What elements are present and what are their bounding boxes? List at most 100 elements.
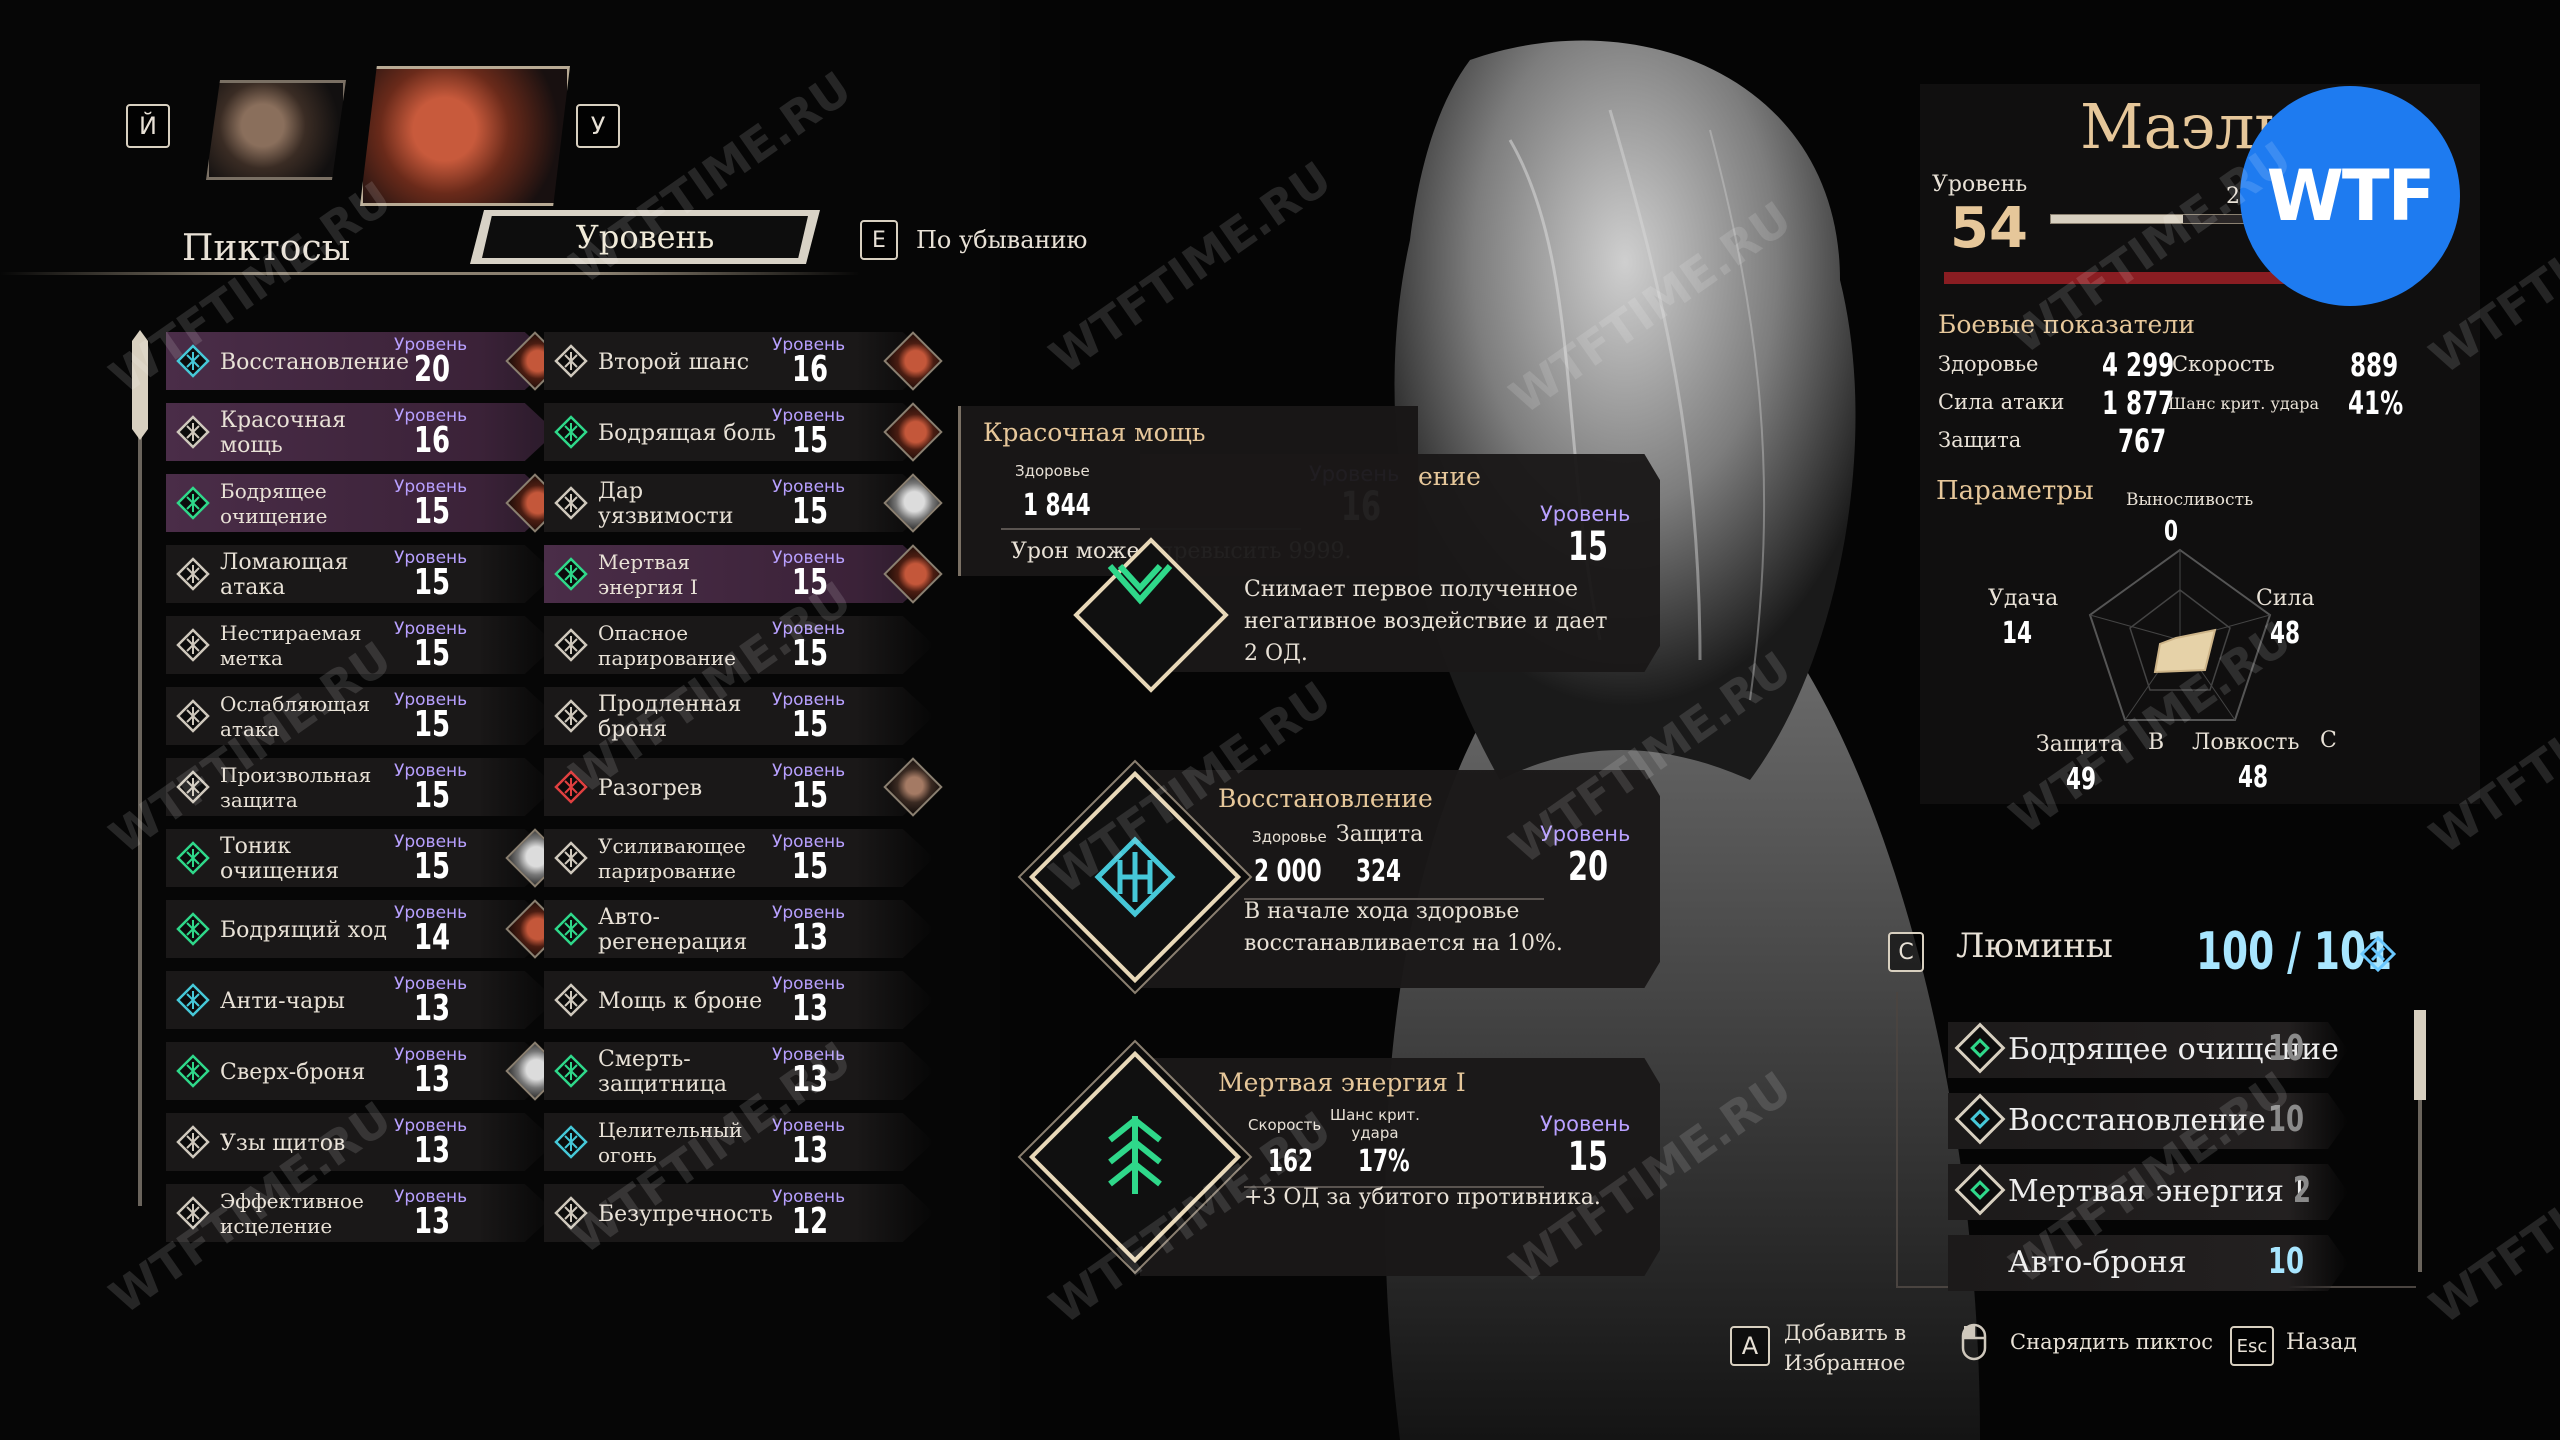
picto-level: 15: [414, 491, 451, 532]
picto-name: Ломающая атака: [220, 550, 349, 600]
favorite-key[interactable]: A: [1730, 1326, 1770, 1366]
picto-name: Безупречность: [598, 1201, 773, 1227]
watermark-text: WTFTIME.RU: [2420, 1101, 2560, 1335]
picto-name: Тоник очищения: [220, 834, 340, 884]
picto-name: Бодрящее очищение: [220, 479, 328, 528]
lumina-cost: 10: [2267, 1028, 2304, 1069]
lumina-rune-icon: [1954, 1022, 2006, 1074]
card2-stat1-value: 2 000: [1254, 854, 1322, 889]
lumina-count: 100 / 101: [2196, 922, 2393, 982]
picto-rune-icon: [554, 770, 588, 804]
picto-name: Эффективное исцеление: [220, 1189, 364, 1238]
picto-name: Второй шанс: [598, 349, 750, 375]
tooltip-stat-label: Здоровье: [1015, 462, 1090, 480]
picto-level: 15: [414, 562, 451, 603]
picto-rune-icon: [176, 841, 210, 875]
prev-character-key[interactable]: Й: [126, 104, 170, 148]
back-key[interactable]: Esc: [2230, 1326, 2274, 1366]
picto-level-label: Уровень: [394, 477, 468, 497]
card2-divider: [1244, 898, 1544, 900]
picto-name: Бодрящий ход: [220, 917, 387, 943]
card3-level-label: Уровень: [1540, 1112, 1631, 1136]
picto-rune-icon: [554, 699, 588, 733]
tooltip-title: Красочная мощь: [983, 418, 1206, 447]
picto-name: Усиливающее парирование: [598, 834, 746, 883]
list-scrollbar[interactable]: [138, 336, 142, 1206]
picto-level: 13: [792, 917, 829, 958]
picto-level: 20: [414, 349, 451, 390]
picto-level: 15: [792, 420, 829, 461]
picto-level-label: Уровень: [772, 406, 846, 426]
wtf-badge: WTF: [2240, 86, 2460, 306]
picto-level-label: Уровень: [394, 832, 468, 852]
sort-order-key[interactable]: E: [860, 220, 898, 260]
card2-stat1-label: Здоровье: [1252, 828, 1327, 846]
lumina-rune-icon-core: [1970, 1109, 1990, 1129]
character-level: 54: [1950, 196, 2028, 261]
card3-stat2-value: 17%: [1358, 1144, 1410, 1179]
picto-level-label: Уровень: [772, 477, 846, 497]
picto-rune-icon: [176, 344, 210, 378]
lumina-key[interactable]: C: [1888, 932, 1924, 972]
picto-name: Мощь к броне: [598, 988, 763, 1014]
picto-level: 15: [792, 491, 829, 532]
portrait-maelle[interactable]: [360, 66, 570, 206]
picto-name: Произвольная защита: [220, 763, 372, 812]
portrait-gustave[interactable]: [206, 80, 346, 180]
lumina-scroll-thumb[interactable]: [2414, 1010, 2426, 1100]
guard-value: 49: [2066, 762, 2097, 797]
equipped-card-1[interactable]: ение Уровень 15 Снимает первое полученно…: [1140, 454, 1660, 672]
picto-level-label: Уровень: [772, 761, 846, 781]
xp-partial: 2: [2226, 184, 2240, 209]
xp-bar-fill: [2051, 215, 2184, 223]
picto-level-label: Уровень: [772, 974, 846, 994]
picto-level: 15: [792, 704, 829, 745]
lumina-name: Бодрящее очищение: [2008, 1032, 2339, 1067]
next-character-key[interactable]: У: [576, 104, 620, 148]
equip-label: Снарядить пиктос: [2010, 1330, 2214, 1354]
equipped-card-restoration[interactable]: Восстановление Здоровье Защита 2 000 324…: [1140, 770, 1660, 988]
picto-level: 16: [414, 420, 451, 461]
picto-level: 13: [414, 1059, 451, 1100]
list-scroll-thumb[interactable]: [132, 330, 148, 440]
picto-level-label: Уровень: [394, 335, 468, 355]
lumina-icon: [2359, 935, 2397, 973]
lumina-scrollbar[interactable]: [2418, 1012, 2422, 1272]
picto-rune-icon: [554, 983, 588, 1017]
card3-stat2-label: Шанс крит. удара: [1330, 1106, 1420, 1142]
sort-selector[interactable]: Уровень: [470, 210, 820, 264]
picto-name: Мертвая энергия I: [598, 550, 698, 599]
picto-rune-icon: [554, 1196, 588, 1230]
defense-label: Защита: [1938, 428, 2022, 452]
